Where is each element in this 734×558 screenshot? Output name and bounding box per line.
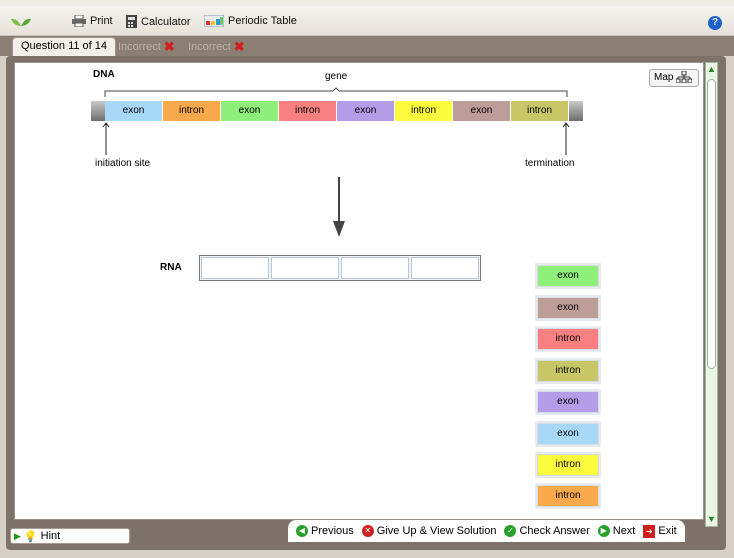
dna-segment: intron (395, 101, 453, 121)
termination-label: termination (525, 158, 575, 169)
back-arrow-icon: ◀ (296, 525, 308, 537)
scroll-down-icon[interactable]: ▼ (707, 514, 716, 524)
gene-label: gene (325, 71, 348, 82)
rna-slot[interactable] (341, 257, 409, 279)
dna-cap-right (569, 101, 583, 121)
action-bar: ◀ Previous ✕ Give Up & View Solution ✓ C… (288, 520, 685, 542)
calculator-button[interactable]: Calculator (126, 15, 191, 28)
check-answer-label: Check Answer (519, 525, 590, 537)
toolbar: Print Calculator Periodic Table ? (0, 6, 734, 36)
diagram-lines (102, 87, 570, 155)
print-label: Print (90, 15, 113, 27)
exit-door-icon: ➜ (643, 524, 656, 538)
attempt-label: Incorrect (188, 41, 231, 53)
exit-label: Exit (658, 525, 677, 537)
attempt-label: Incorrect (118, 41, 161, 53)
check-icon: ✓ (504, 525, 517, 537)
dna-cap-left (91, 101, 105, 121)
periodic-table-button[interactable]: Periodic Table (204, 15, 297, 27)
calculator-icon (126, 15, 137, 28)
rna-slot[interactable] (411, 257, 479, 279)
rna-drop-zone (199, 255, 481, 281)
answer-chip[interactable]: intron (537, 454, 599, 476)
help-icon[interactable]: ? (708, 16, 722, 30)
footer: ▶ 💡 Hint ◀ Previous ✕ Give Up & View Sol… (0, 520, 734, 558)
down-arrow-icon (333, 177, 345, 237)
answer-chip[interactable]: intron (537, 328, 599, 350)
attempt-incorrect-1: Incorrect ✖ (118, 39, 175, 55)
gene-bracket (104, 87, 568, 97)
rna-slot[interactable] (201, 257, 269, 279)
termination-arrow (562, 122, 570, 155)
dna-segment: exon (453, 101, 511, 121)
red-x-icon: ✖ (163, 39, 175, 54)
periodic-table-icon (204, 15, 224, 27)
hint-button[interactable]: ▶ 💡 Hint (10, 528, 130, 544)
dna-segment: exon (337, 101, 395, 121)
attempt-incorrect-2: Incorrect ✖ (188, 39, 245, 55)
previous-label: Previous (311, 525, 354, 537)
initiation-site-label: initiation site (95, 158, 151, 169)
dna-segment: exon (221, 101, 279, 121)
map-button[interactable]: Map (649, 69, 699, 87)
play-icon: ▶ (14, 530, 21, 541)
check-answer-button[interactable]: ✓ Check Answer (504, 525, 590, 537)
dna-segment: intron (279, 101, 337, 121)
lightbulb-icon: 💡 (23, 530, 38, 543)
calculator-label: Calculator (141, 15, 191, 28)
initiation-arrow (102, 122, 110, 155)
map-label: Map (654, 72, 674, 83)
answer-chip[interactable]: intron (537, 360, 599, 382)
printer-icon (72, 15, 86, 27)
answer-chip[interactable]: exon (537, 265, 599, 287)
hint-label: Hint (40, 530, 61, 542)
top-strip (0, 0, 734, 6)
periodic-table-label: Periodic Table (228, 15, 297, 27)
answer-chip[interactable]: exon (537, 297, 599, 319)
dna-segment: intron (163, 101, 221, 121)
tab-current-question[interactable]: Question 11 of 14 (12, 37, 117, 56)
answer-chip[interactable]: intron (537, 485, 599, 507)
question-tabs: Question 11 of 14 Incorrect ✖ Incorrect … (0, 36, 734, 56)
rna-label: RNA (160, 262, 182, 273)
next-label: Next (612, 525, 636, 537)
leaf-logo-icon (11, 18, 31, 29)
dna-label: DNA (93, 69, 115, 80)
previous-button[interactable]: ◀ Previous (296, 525, 354, 537)
next-button[interactable]: ▶ Next (597, 525, 636, 537)
dna-segment: exon (105, 101, 163, 121)
forward-arrow-icon: ▶ (597, 525, 610, 537)
exit-button[interactable]: ➜ Exit (643, 524, 677, 538)
scroll-up-icon[interactable]: ▲ (707, 64, 716, 74)
rna-slot[interactable] (271, 257, 339, 279)
answer-chip[interactable]: exon (537, 391, 599, 413)
give-up-button[interactable]: ✕ Give Up & View Solution (361, 525, 497, 537)
vertical-scrollbar[interactable]: ▲ ▼ (705, 62, 718, 527)
dna-segment: intron (511, 101, 569, 121)
red-x-icon: ✖ (233, 39, 245, 54)
print-button[interactable]: Print (72, 15, 113, 27)
give-up-label: Give Up & View Solution (376, 525, 497, 537)
cancel-icon: ✕ (361, 525, 374, 537)
scroll-thumb[interactable] (707, 79, 716, 369)
answer-chip[interactable]: exon (537, 423, 599, 445)
